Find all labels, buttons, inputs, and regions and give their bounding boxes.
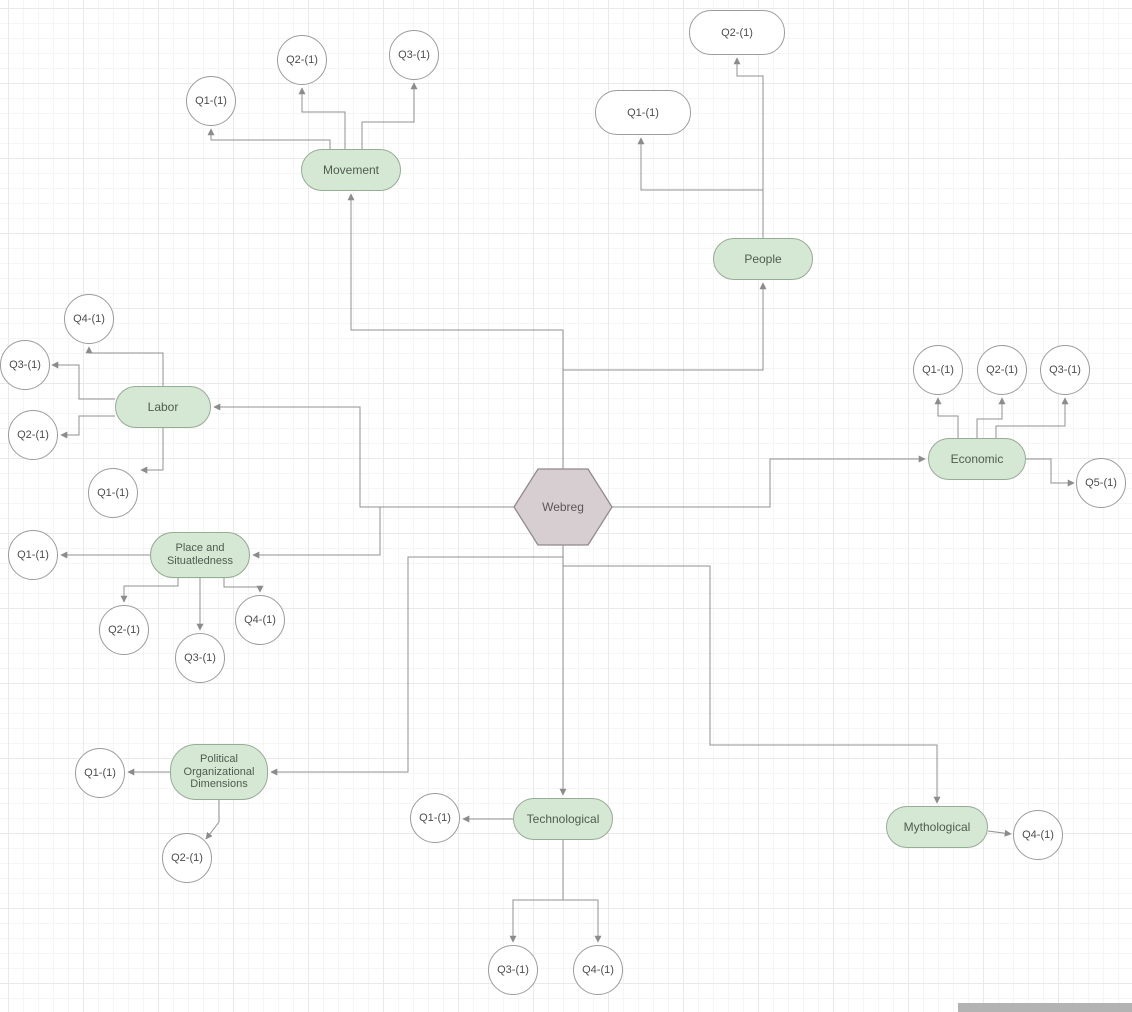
edge-movement-q1[interactable] <box>207 128 331 149</box>
horizontal-scrollbar[interactable] <box>958 1003 1132 1012</box>
edge-economic-q1[interactable] <box>934 397 959 438</box>
edge-webreg-mythological[interactable] <box>562 545 941 804</box>
edge-people-q2[interactable] <box>733 57 764 238</box>
node-people-q2[interactable]: Q2-(1) <box>689 10 785 55</box>
edge-technological-q3[interactable] <box>509 840 564 943</box>
node-place-q3[interactable]: Q3-(1) <box>175 633 225 683</box>
edge-webreg-place[interactable] <box>252 506 514 559</box>
node-place-q1[interactable]: Q1-(1) <box>8 530 58 580</box>
node-political-q2[interactable]: Q2-(1) <box>162 833 212 883</box>
node-people-q1[interactable]: Q1-(1) <box>595 90 691 135</box>
edge-labor-q3[interactable] <box>51 361 115 400</box>
node-labor-q4[interactable]: Q4-(1) <box>64 294 114 344</box>
node-place-and-situatledness[interactable]: Place and Situatledness <box>150 532 250 578</box>
node-movement-q2[interactable]: Q2-(1) <box>277 35 327 85</box>
node-mythological[interactable]: Mythological <box>886 806 988 848</box>
node-labor-q1[interactable]: Q1-(1) <box>88 468 138 518</box>
node-political-q1[interactable]: Q1-(1) <box>75 748 125 798</box>
node-technological-q3[interactable]: Q3-(1) <box>488 945 538 995</box>
node-technological-q4[interactable]: Q4-(1) <box>573 945 623 995</box>
node-webreg-shape[interactable] <box>513 468 613 546</box>
edge-webreg-economic[interactable] <box>612 455 926 508</box>
edge-labor-q1[interactable] <box>140 428 164 474</box>
edge-webreg-people[interactable] <box>562 282 767 469</box>
node-economic-q1[interactable]: Q1-(1) <box>913 345 963 395</box>
node-movement[interactable]: Movement <box>301 149 401 191</box>
node-political-organizational-dimensions[interactable]: Political Organizational Dimensions <box>170 744 268 800</box>
edge-people-q1[interactable] <box>637 137 764 238</box>
edge-webreg-labor[interactable] <box>213 403 514 508</box>
edge-labor-q4[interactable] <box>85 346 164 386</box>
node-labor[interactable]: Labor <box>115 386 211 428</box>
edge-political-q2[interactable] <box>205 800 220 840</box>
edge-technological-q4[interactable] <box>562 840 602 943</box>
node-webreg[interactable]: Webreg <box>542 500 584 514</box>
edge-movement-q2[interactable] <box>298 87 346 149</box>
node-mythological-q4[interactable]: Q4-(1) <box>1013 810 1063 860</box>
node-economic[interactable]: Economic <box>928 438 1026 480</box>
edge-webreg-political[interactable] <box>270 545 564 776</box>
node-labor-q3[interactable]: Q3-(1) <box>0 340 50 390</box>
node-economic-q3[interactable]: Q3-(1) <box>1040 345 1090 395</box>
node-place-q4[interactable]: Q4-(1) <box>235 595 285 645</box>
edge-movement-q3[interactable] <box>361 82 418 149</box>
node-technological-q1[interactable]: Q1-(1) <box>410 793 460 843</box>
node-place-q2[interactable]: Q2-(1) <box>99 605 149 655</box>
edge-mythological-q4[interactable] <box>987 829 1012 837</box>
node-labor-q2[interactable]: Q2-(1) <box>8 410 58 460</box>
node-technological[interactable]: Technological <box>513 798 613 840</box>
edge-economic-q3[interactable] <box>995 397 1069 438</box>
node-economic-q2[interactable]: Q2-(1) <box>977 345 1027 395</box>
edge-labor-q2[interactable] <box>60 415 115 439</box>
edge-place-q4[interactable] <box>223 578 264 593</box>
edge-place-q2[interactable] <box>120 578 179 603</box>
edge-economic-q2[interactable] <box>976 397 1006 438</box>
node-movement-q3[interactable]: Q3-(1) <box>389 30 439 80</box>
node-movement-q1[interactable]: Q1-(1) <box>186 76 236 126</box>
edge-webreg-movement[interactable] <box>347 193 564 469</box>
node-economic-q5[interactable]: Q5-(1) <box>1076 458 1126 508</box>
edge-economic-q5[interactable] <box>1026 458 1075 487</box>
node-people[interactable]: People <box>713 238 813 280</box>
